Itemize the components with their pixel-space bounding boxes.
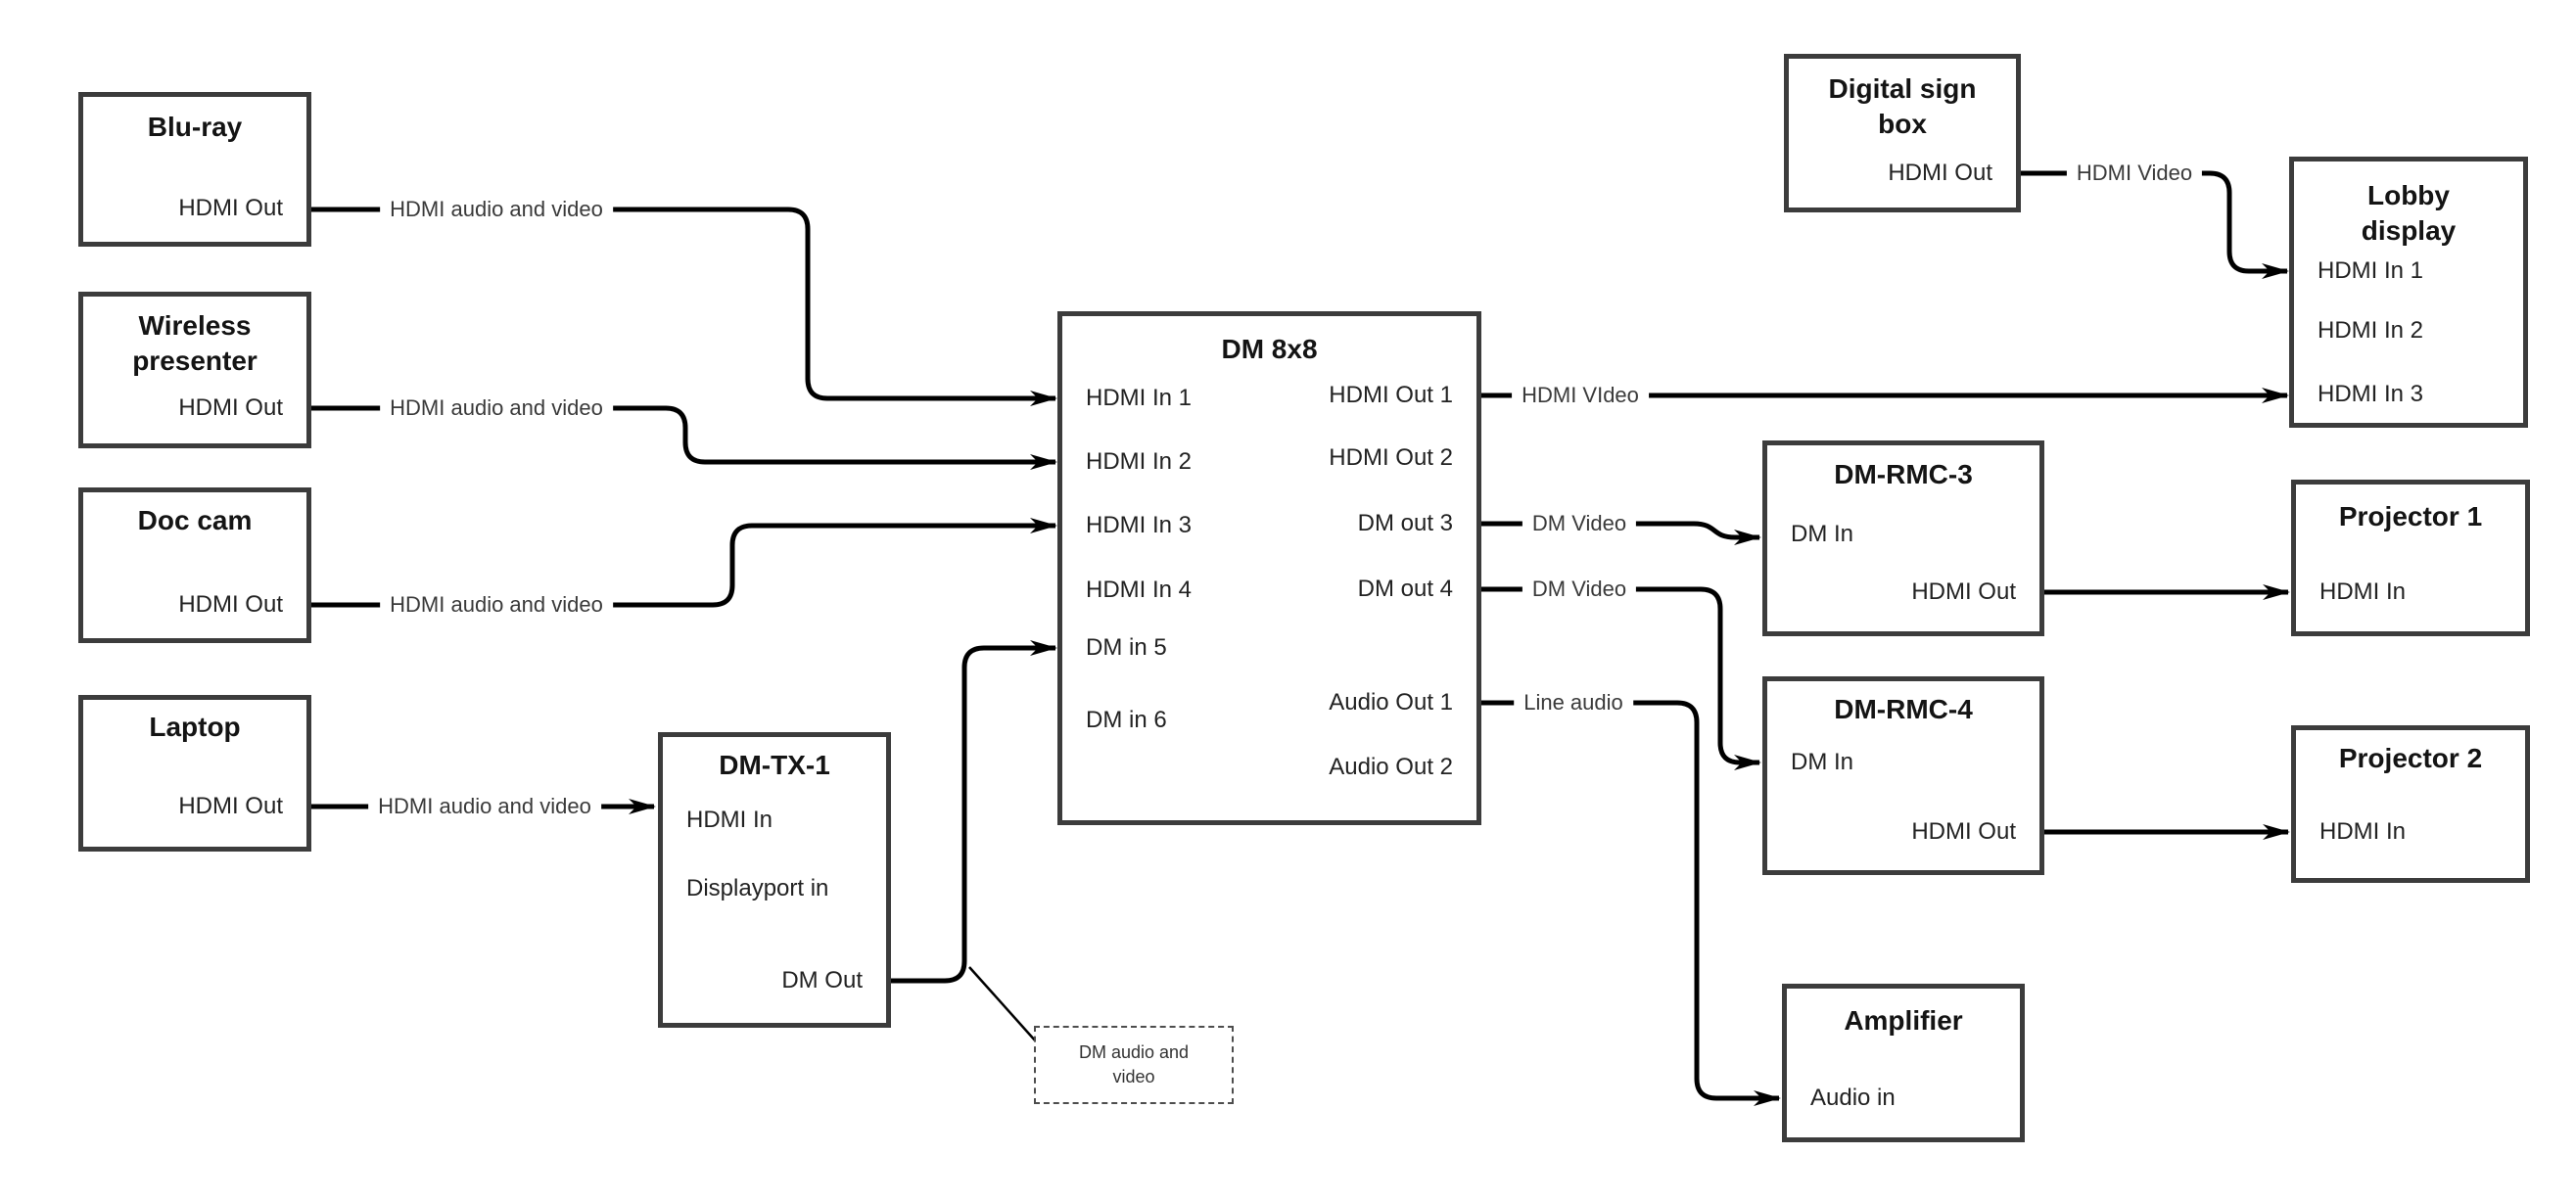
port-label-doc-cam-hdmi-out: HDMI Out — [178, 591, 283, 618]
port-label-laptop-hdmi-out: HDMI Out — [178, 793, 283, 819]
connector-c9 — [1481, 586, 1761, 770]
connector-c5 — [891, 640, 1057, 984]
node-title: box — [1878, 109, 1927, 139]
node-title: DM-TX-1 — [719, 750, 830, 780]
port-label-dm-8x8-hdmi-out-2: HDMI Out 2 — [1329, 444, 1453, 471]
port-label-dm-rmc-3-hdmi-out: HDMI Out — [1911, 578, 2016, 605]
port-label-dm-8x8-dm-in-6: DM in 6 — [1086, 707, 1167, 733]
port-label-lobby-display-hdmi-in-1: HDMI In 1 — [2318, 257, 2424, 284]
port-label-dm-rmc-3-dm-in: DM In — [1791, 521, 1854, 547]
port-label-amplifier-audio-in: Audio in — [1810, 1085, 1896, 1111]
port-label-dm-rmc-4-dm-in: DM In — [1791, 749, 1854, 775]
port-label-lobby-display-hdmi-in-2: HDMI In 2 — [2318, 317, 2424, 344]
node-title: Amplifier — [1844, 1005, 1963, 1036]
annotation-text: video — [1112, 1067, 1155, 1086]
connector-label-c4: HDMI audio and video — [368, 793, 601, 820]
connector-label-c3: HDMI audio and video — [380, 591, 613, 619]
connector-c10 — [1481, 700, 1781, 1106]
port-label-digital-sign-box-hdmi-out: HDMI Out — [1888, 160, 1992, 186]
node-dm-rmc-4: DM-RMC-4 DM In HDMI Out — [1762, 676, 2044, 875]
annotation-leader-line — [968, 966, 1037, 1042]
connector-c1 — [311, 207, 1057, 406]
connector-label-c7: HDMI Video — [2066, 160, 2203, 187]
port-label-dm-8x8-dm-out-3: DM out 3 — [1357, 510, 1453, 536]
port-label-dm-8x8-hdmi-in-2: HDMI In 2 — [1086, 448, 1193, 475]
node-title: presenter — [132, 346, 258, 376]
node-title: Wireless — [138, 310, 252, 341]
port-label-dm-8x8-audio-out-2: Audio Out 2 — [1329, 754, 1453, 780]
node-dm-rmc-3: DM-RMC-3 DM In HDMI Out — [1762, 440, 2044, 636]
node-title: Laptop — [149, 712, 241, 742]
node-projector-2: Projector 2 HDMI In — [2291, 725, 2530, 883]
node-title: DM-RMC-3 — [1834, 459, 1973, 489]
port-label-dm-rmc-4-hdmi-out: HDMI Out — [1911, 818, 2016, 845]
port-label-dm-tx-1-displayport-in: Displayport in — [686, 875, 829, 901]
node-title: Projector 2 — [2338, 743, 2483, 773]
connector-c7 — [2021, 170, 2289, 279]
node-projector-1: Projector 1 HDMI In — [2291, 480, 2530, 636]
port-label-dm-tx-1-hdmi-in: HDMI In — [686, 807, 773, 833]
port-label-projector-2-hdmi-in: HDMI In — [2319, 818, 2407, 845]
port-label-dm-8x8-hdmi-in-3: HDMI In 3 — [1086, 512, 1193, 538]
port-label-dm-8x8-dm-in-5: DM in 5 — [1086, 634, 1167, 661]
node-title: display — [2361, 215, 2457, 246]
port-label-dm-8x8-hdmi-in-1: HDMI In 1 — [1086, 385, 1193, 411]
connector-label-c9: DM Video — [1522, 576, 1637, 603]
port-label-wireless-presenter-hdmi-out: HDMI Out — [178, 394, 283, 421]
node-title: Blu-ray — [147, 112, 243, 142]
annotation-box: DM audio and video — [1034, 1026, 1234, 1104]
port-label-dm-8x8-audio-out-1: Audio Out 1 — [1329, 689, 1453, 716]
connector-label-c2: HDMI audio and video — [380, 394, 613, 422]
connector-label-c1: HDMI audio and video — [380, 196, 613, 223]
node-title: DM-RMC-4 — [1834, 694, 1973, 724]
connector-label-c10: Line audio — [1514, 689, 1633, 716]
port-label-dm-tx-1-dm-out: DM Out — [781, 967, 863, 993]
node-title: Lobby — [2367, 180, 2450, 210]
port-label-lobby-display-hdmi-in-3: HDMI In 3 — [2318, 381, 2424, 407]
node-title: Projector 1 — [2338, 501, 2483, 531]
node-title: Digital sign — [1828, 73, 1977, 104]
connector-label-c6: HDMI VIdeo — [1512, 382, 1649, 409]
annotation-text: DM audio and — [1078, 1042, 1190, 1062]
node-title: Doc cam — [137, 505, 253, 535]
port-label-blu-ray-hdmi-out: HDMI Out — [178, 195, 283, 221]
port-label-dm-8x8-hdmi-in-4: HDMI In 4 — [1086, 577, 1193, 603]
port-label-dm-8x8-dm-out-4: DM out 4 — [1357, 576, 1453, 602]
port-label-projector-1-hdmi-in: HDMI In — [2319, 578, 2407, 605]
node-title: DM 8x8 — [1221, 334, 1318, 364]
connector-label-c8: DM Video — [1522, 510, 1637, 537]
port-label-dm-8x8-hdmi-out-1: HDMI Out 1 — [1329, 382, 1453, 408]
